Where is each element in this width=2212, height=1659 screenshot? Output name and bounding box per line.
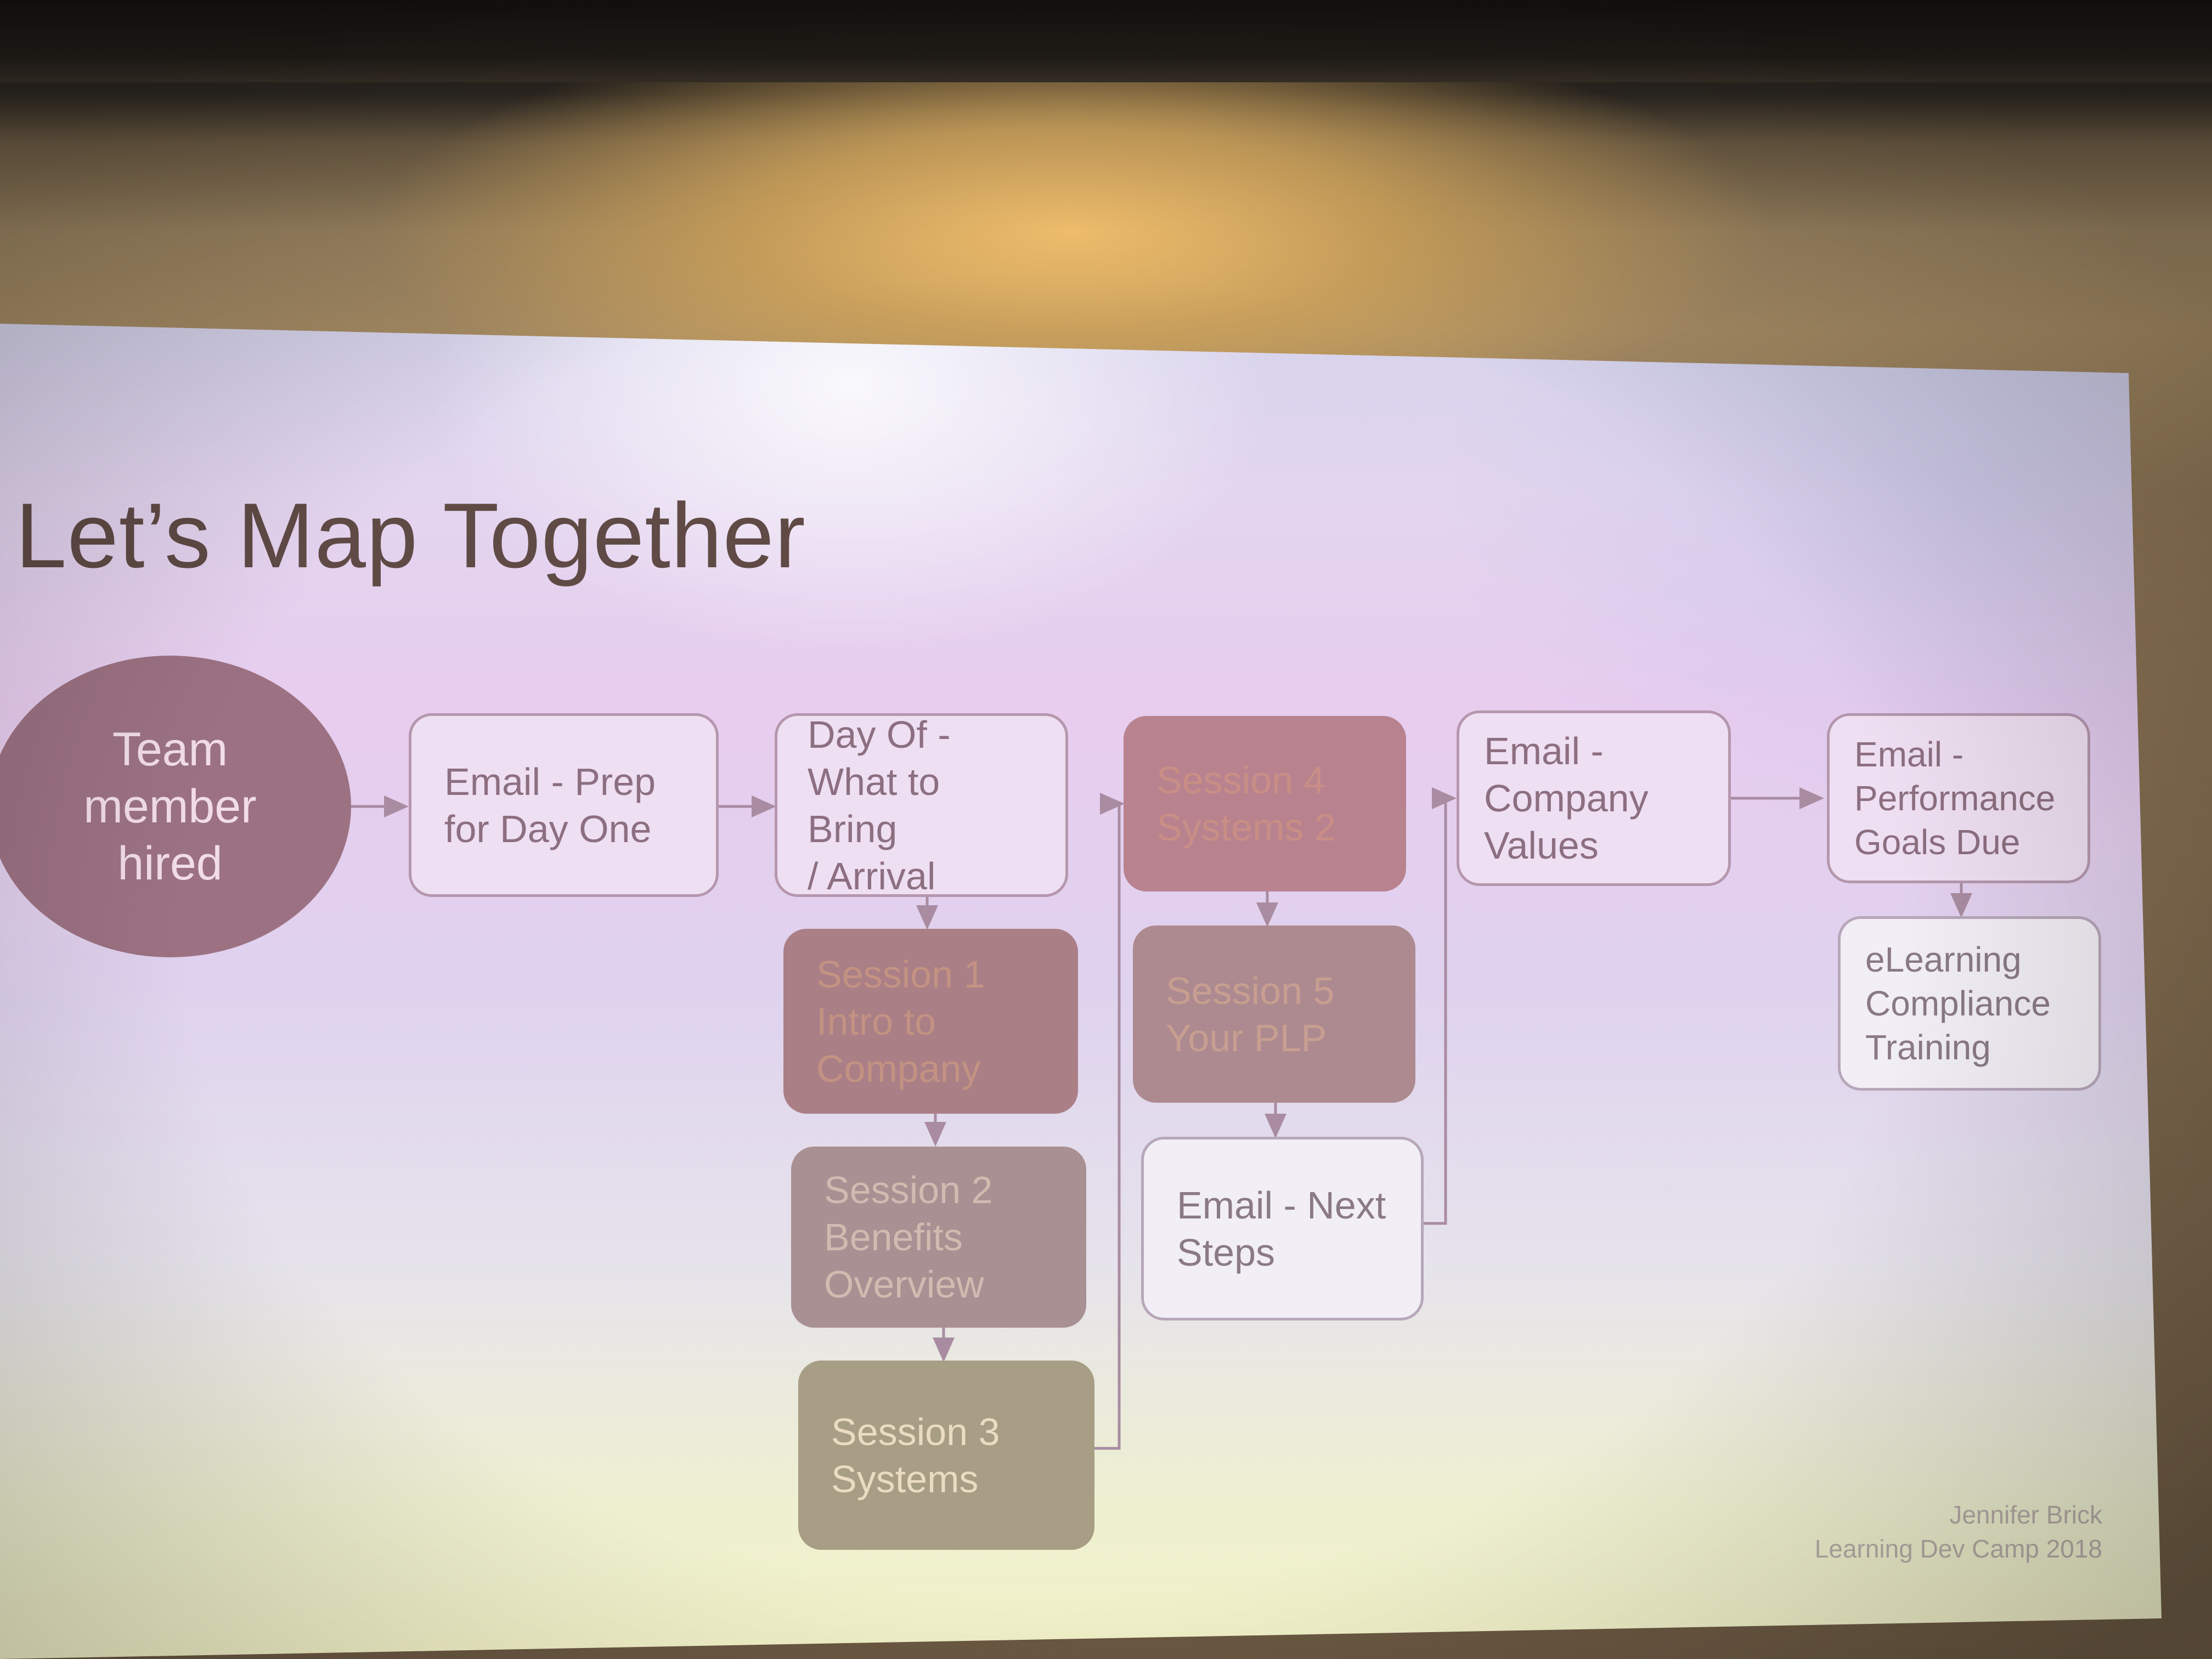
node-session-5: Session 5 Your PLP [1133,926,1415,1103]
node-email-performance-goals: Email - Performance Goals Due [1827,713,2090,883]
node-elearning-compliance: eLearning Compliance Training [1838,916,2101,1091]
screen-frame [0,0,2212,82]
node-email-prep: Email - Prep for Day One [409,713,719,897]
arrow-emailnext-to-values [1424,787,1457,1225]
credit-event: Learning Dev Camp 2018 [1814,1534,2102,1563]
node-session-2: Session 2 Benefits Overview [791,1147,1086,1328]
slide-credit: Jennifer Brick Learning Dev Camp 2018 [1815,1498,2102,1566]
node-email-company-values: Email - Company Values [1457,710,1731,886]
node-session-3: Session 3 Systems [798,1361,1094,1550]
node-session-1: Session 1 Intro to Company [783,929,1078,1114]
node-session-4: Session 4 Systems 2 [1124,716,1406,891]
node-day-of: Day Of - What to Bring / Arrival [775,713,1068,898]
slide-title: Let’s Map Together [15,484,806,587]
node-team-member-hired: Team member hired [0,656,351,957]
credit-author: Jennifer Brick [1949,1500,2102,1529]
node-email-next-steps: Email - Next Steps [1141,1137,1424,1321]
arrow-session3-to-session4 [1094,793,1125,1450]
